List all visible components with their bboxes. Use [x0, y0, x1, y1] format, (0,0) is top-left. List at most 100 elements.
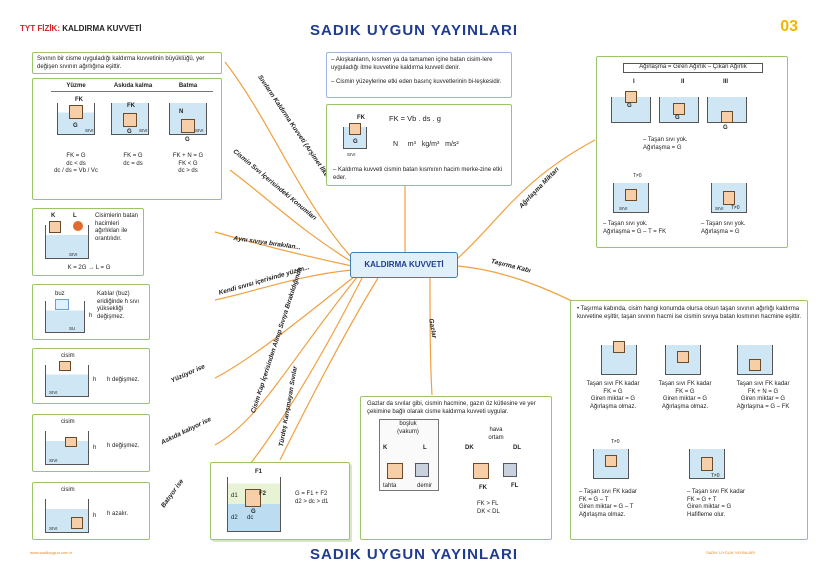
agirlasma-br-note: – Taşan sıvı yok. Ağırlaşma = G — [701, 221, 746, 235]
gaz-k: K — [383, 445, 388, 451]
arsimet-bullet-1: – Akışkanların, kısmen ya da tamamen içi… — [331, 57, 493, 71]
agirlasma-bl-note: – Taşan sıvı yok. Ağırlaşma = G – T = FK — [603, 221, 667, 235]
agir-g-3: G — [723, 125, 728, 131]
tahta-block — [387, 463, 403, 479]
connector-yuzuyor — [214, 275, 356, 379]
hava-k-block — [473, 463, 489, 479]
gaz-dl: DL — [513, 445, 521, 451]
tas-block-br — [701, 457, 713, 471]
arsimet-block — [349, 123, 361, 135]
askida-fk: FK — [127, 103, 135, 109]
col-yuzme: Yüzme — [66, 83, 86, 89]
turdes-equations: G = F1 + F2 d2 > dc > d1 — [295, 491, 329, 505]
arsimet-g-label: G — [353, 139, 358, 145]
agir-t0-br: T≠0 — [731, 205, 740, 211]
block-batma — [181, 119, 195, 133]
demir-block — [415, 463, 429, 477]
tasirma-box: • Taşırma kabında, cisim hangi konumda o… — [570, 300, 808, 540]
turdes-box: F1 F2 d1 d2 dc G G = F1 + F2 d2 > dc > d… — [210, 462, 350, 540]
turdes-dc: dc — [247, 515, 254, 521]
ball-l — [73, 221, 83, 231]
batma-g: G — [185, 137, 190, 143]
gaz-dk: DK — [465, 445, 474, 451]
block-askida — [123, 113, 137, 127]
block-k — [49, 221, 61, 233]
turdes-f2: F2 — [259, 491, 267, 497]
askida-block — [65, 437, 77, 447]
arsimet-sivi-label: SIVI — [347, 152, 356, 157]
agir-block-1 — [625, 91, 637, 103]
agir-block-3 — [721, 111, 733, 123]
konumlar-box: Yüzme Askıda kalma Batma FK G FK G N G S… — [32, 78, 222, 200]
tas-block-1 — [613, 341, 625, 353]
agirlasma-header: Ağırlaşma = Giren Ağırlık – Çıkan Ağırlı… — [639, 64, 747, 70]
yuzme-fk: FK — [75, 97, 83, 103]
tas-tank-bl — [593, 449, 629, 479]
askida-tank — [45, 431, 89, 465]
yuzme-equations: FK = G dc < ds dc / ds = Vb / Vc — [54, 153, 98, 174]
agir-t0-bl: T≠0 — [633, 173, 642, 179]
roman-i: I — [633, 79, 635, 85]
yuzuyor-sivi: SIVI — [49, 390, 58, 395]
yuzme-g: G — [73, 123, 78, 129]
yuzuyor-text: h değişmez. — [107, 377, 140, 383]
askida-sivi: SIVI — [49, 458, 58, 463]
batiyor-h: h — [93, 513, 97, 519]
col-askida: Askıda kalma — [113, 83, 153, 89]
turdes-g: G — [251, 509, 256, 515]
tas-t0-bl: T≠0 — [611, 439, 620, 445]
turdes-d2: d2 — [231, 515, 238, 521]
ayni-k-label: K — [51, 213, 56, 219]
tas-t0-br: T≠0 — [711, 473, 720, 479]
agirlasma-header-frame — [623, 63, 763, 73]
vakum-frame — [379, 419, 439, 491]
center-node: KALDIRMA KUVVETİ — [350, 252, 458, 278]
ayni-text: Cisimlerin batan hacimleri ağırlıkları i… — [95, 213, 139, 242]
connector-ayni — [214, 231, 353, 267]
ayni-sivi-box: K L SIVI Cisimlerin batan hacimleri ağır… — [32, 208, 144, 276]
gazlar-equations: FK > FL DK < DL — [477, 501, 500, 515]
agir-sivi-bl: SIVI — [619, 206, 628, 211]
gaz-fk: FK — [479, 485, 487, 491]
tahta-label: tahta — [383, 483, 397, 489]
connector-turdes — [279, 277, 379, 461]
batiyor-text: h azalır. — [107, 511, 129, 517]
ayni-eq: K = 2G → L = G — [67, 265, 111, 271]
connector-konumlar — [229, 169, 353, 263]
su-label: SU — [69, 326, 76, 331]
gazlar-text: Gazlar da sıvılar gibi, cismin hacmine, … — [367, 401, 536, 415]
tasirma-bullet: • Taşırma kabında, cisim hangi konumda o… — [577, 306, 802, 320]
ayni-sivi-label: SIVI — [69, 252, 78, 257]
hava-label: hava ortam — [488, 427, 504, 441]
turdes-block — [245, 489, 261, 507]
demir-label: demir — [417, 483, 433, 489]
agir-block-2 — [673, 103, 685, 115]
konumlar-intro-box: Sıvının bir cisme uyguladığı kaldırma ku… — [32, 52, 222, 74]
agirlasma-top-note: – Taşan sıvı yok. Ağırlaşma = G — [643, 137, 688, 151]
arsimet-formula-box: FK G SIVI FK = Vb . ds . g N m³ kg/m³ m/… — [326, 104, 512, 186]
brand-title: SADIK UYGUN YAYINLARI — [310, 22, 518, 39]
agir-g-1: G — [627, 103, 632, 109]
yuzuyor-h: h — [93, 377, 97, 383]
yuzuyor-cisim: cisim — [61, 353, 75, 359]
yuzme-sivi: SIVI — [85, 128, 94, 133]
tas-block-bl — [605, 455, 617, 467]
batma-n: N — [179, 109, 184, 115]
footer-brand: SADIK UYGUN YAYINLARI — [310, 546, 518, 563]
connector-arsimet — [224, 61, 353, 259]
hava-l-block — [503, 463, 517, 477]
arsimet-formula: FK = Vb . ds . g — [389, 114, 441, 123]
askida-cisim: cisim — [61, 419, 75, 425]
askida-box: cisim SIVI h h değişmez. — [32, 414, 150, 472]
block-yuzme — [69, 105, 83, 119]
yuzuyor-box: cisim SIVI h h değişmez. — [32, 348, 150, 404]
turdes-f1: F1 — [255, 469, 263, 475]
arsimet-definition-box: – Akışkanların, kısmen ya da tamamen içi… — [326, 52, 512, 98]
buz-label: buz — [55, 291, 65, 297]
tas-block-3 — [749, 359, 761, 371]
arsimet-units: N m³ kg/m³ m/s² — [393, 141, 459, 148]
